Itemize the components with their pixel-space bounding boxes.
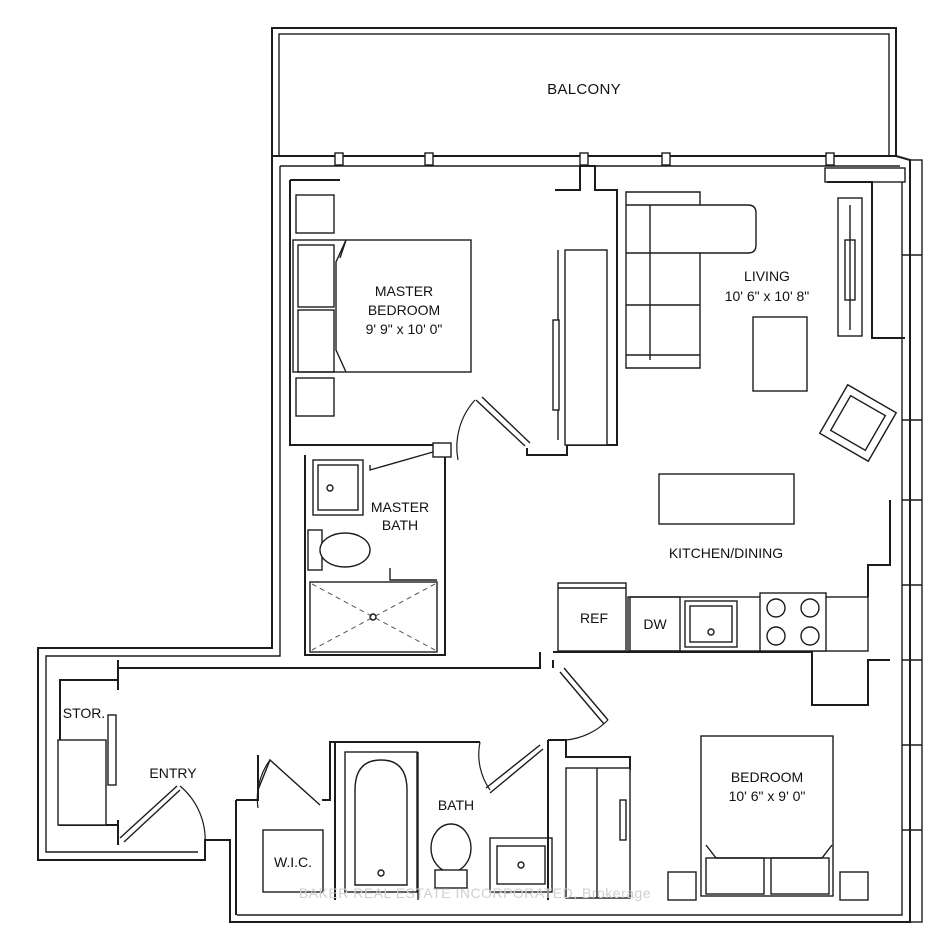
closet-partition bbox=[456, 165, 618, 461]
bedroom-label: BEDROOM bbox=[731, 769, 803, 785]
entry-label: ENTRY bbox=[149, 765, 197, 781]
bath-sink bbox=[489, 837, 553, 893]
kitchen-dining-label: KITCHEN/DINING bbox=[669, 545, 783, 561]
master-bath bbox=[304, 442, 452, 656]
bedroom-dims: 10' 6" x 9' 0" bbox=[729, 788, 806, 804]
master-bedroom-label-line2: BEDROOM bbox=[368, 302, 440, 318]
counter bbox=[627, 596, 869, 652]
wic-shelf bbox=[262, 829, 324, 893]
bathtub bbox=[344, 751, 418, 893]
refrigerator bbox=[557, 582, 627, 652]
master-bath-label-line1: MASTER bbox=[371, 499, 429, 515]
armchair bbox=[818, 383, 898, 463]
nightstand-left bbox=[667, 871, 697, 901]
master-bath-label-line2: BATH bbox=[382, 517, 418, 533]
bath-toilet bbox=[430, 823, 472, 873]
nightstand-bottom bbox=[295, 377, 335, 417]
master-shower bbox=[309, 581, 438, 653]
master-bed bbox=[292, 239, 472, 373]
coffee-table bbox=[752, 316, 808, 392]
watermark: BAKER REAL ESTATE INCORPORATED, Brokerag… bbox=[299, 885, 651, 901]
living-label: LIVING bbox=[744, 268, 790, 284]
bedroom-bed bbox=[700, 735, 834, 897]
kitchen bbox=[553, 500, 891, 706]
ref-label: REF bbox=[580, 610, 608, 626]
walk-in-closet bbox=[235, 741, 465, 915]
living-dims: 10' 6" x 10' 8" bbox=[725, 288, 810, 304]
dw-label: DW bbox=[643, 616, 667, 632]
nightstand-right bbox=[839, 871, 869, 901]
balcony-label: BALCONY bbox=[547, 81, 621, 98]
bedroom bbox=[548, 660, 869, 901]
kitchen-sink bbox=[684, 600, 738, 648]
dining-table bbox=[658, 473, 795, 525]
master-bedroom-label-line1: MASTER bbox=[375, 283, 433, 299]
master-bedroom-dims: 9' 9" x 10' 0" bbox=[366, 321, 443, 337]
nightstand-top bbox=[295, 194, 335, 234]
living-furniture bbox=[625, 181, 905, 525]
master-toilet bbox=[319, 532, 371, 568]
wic-label: W.I.C. bbox=[274, 854, 312, 870]
storage-label: STOR. bbox=[63, 705, 106, 721]
sectional-sofa bbox=[625, 191, 757, 369]
bath bbox=[334, 740, 553, 900]
cooktop bbox=[759, 592, 827, 652]
storage-entry bbox=[57, 652, 541, 846]
bath-label: BATH bbox=[438, 797, 474, 813]
master-bedroom bbox=[289, 179, 472, 446]
master-sink bbox=[312, 459, 364, 516]
